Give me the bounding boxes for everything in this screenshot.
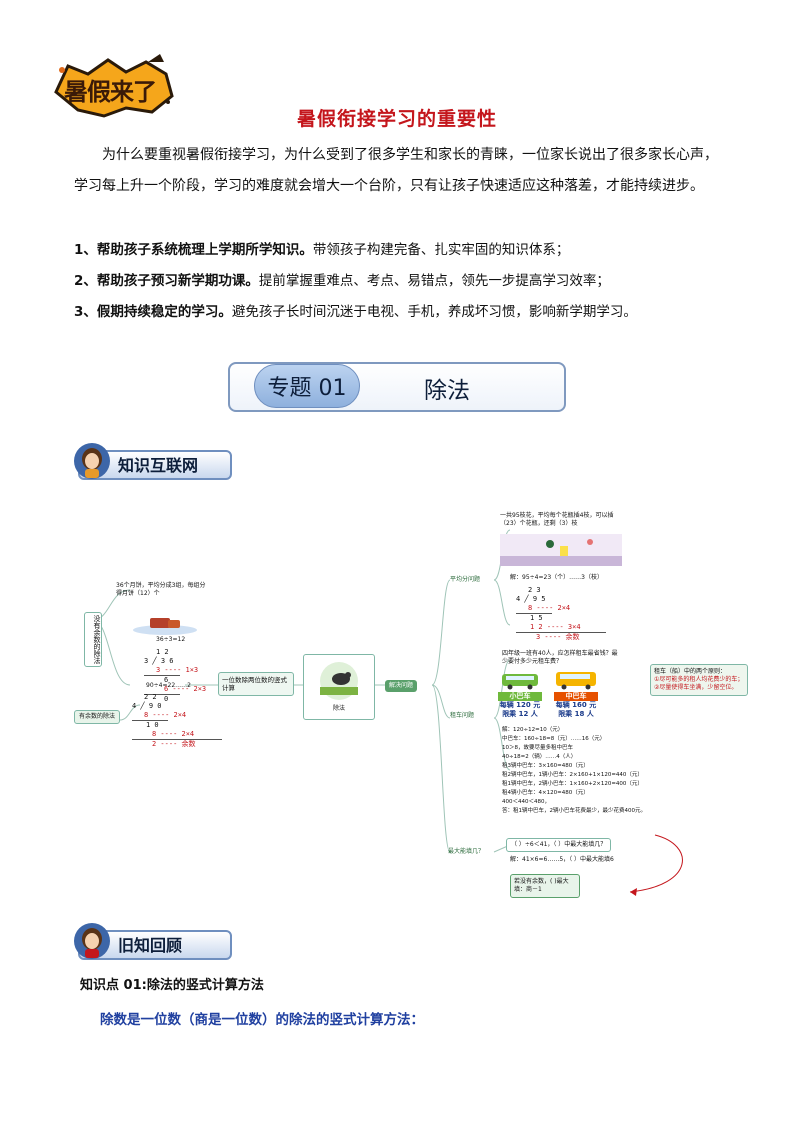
no-remainder-label: 没有余数的除法 [84, 612, 102, 667]
girl-avatar-icon [74, 443, 110, 479]
max-question: （ ）÷6＜41，（ ）中最大能填几？ [506, 838, 612, 852]
max-label: 最大能填几？ [448, 848, 485, 855]
center-node-label: 除法 [332, 705, 345, 712]
page-title: 暑假衔接学习的重要性 [296, 108, 497, 130]
point-item: 3、假期持续稳定的学习。避免孩子长时间沉迷于电视、手机，养成坏习惯，影响新学期学… [74, 302, 637, 322]
mind-map-connectors [92, 529, 683, 896]
point-item: 2、帮助孩子预习新学期功课。提前掌握重难点、考点、易错点，领先一步提高学习效率； [74, 271, 610, 291]
rent-answer: 解：120÷12=10（元） 中巴车：160÷18=8（元）……16（元） 10… [502, 727, 646, 814]
topic-banner: 专题 01 除法 [228, 362, 566, 412]
bird-picture [320, 662, 358, 700]
logo: 暑假来了 [48, 52, 180, 122]
rent-question: 四年级一班有40人，应怎样租车最省钱？最少要付多少元租车费？ [502, 650, 618, 665]
q1-text: 36个月饼，平均分成3组，每组分得月饼（12）个 [116, 582, 206, 597]
section-title: 知识互联网 [118, 456, 199, 475]
point-lead: 3、假期持续稳定的学习。 [74, 304, 232, 320]
middle-bus-icon [556, 672, 596, 690]
solve-problems-node: 解决问题 [385, 680, 418, 692]
avg-answer: 解：95÷4=23（个）……3（枝） [510, 574, 603, 581]
q2-equation: 90÷4=22……2 [146, 682, 191, 689]
small-bus-info: 小巴车 每辆 120 元 限乘 12 人 [498, 692, 542, 718]
mind-map: 没有余数的除法 36个月饼，平均分成3组，每组分得月饼（12）个 36÷3=12… [70, 500, 750, 940]
rent-label: 租车问题 [450, 712, 475, 719]
small-bus-icon [502, 674, 538, 690]
girl-avatar-icon [74, 923, 110, 959]
logo-text: 暑假来了 [64, 78, 157, 106]
flower-vase-picture [500, 534, 622, 566]
point-text: 提前掌握重难点、考点、易错点，领先一步提高学习效率； [258, 273, 610, 289]
mooncake-picture [133, 618, 197, 635]
point-text: 避免孩子长时间沉迷于电视、手机，养成坏习惯，影响新学期学习。 [231, 304, 637, 320]
point-item: 1、帮助孩子系统梳理上学期所学知识。带领孩子构建完备、扎实牢固的知识体系； [74, 240, 569, 260]
vertical-division-node: 一位数除两位数的竖式计算 [218, 672, 294, 696]
knowledge-point-title: 知识点 01:除法的竖式计算方法 [80, 978, 264, 993]
middle-bus-info: 中巴车 每辆 160 元 限乘 18 人 [554, 692, 598, 718]
q1-calc: 1 2 3 ╱ 3 6 3 ---- 1×3 6 6 ---- 2×3 0 [144, 648, 207, 703]
point-lead: 2、帮助孩子预习新学期功课。 [74, 273, 259, 289]
avg-calc: 2 3 4 ╱ 9 5 8 ---- 2×4 1 5 1 2 ---- 3×4 … [516, 586, 606, 642]
knowledge-point-desc: 除数是一位数（商是一位数）的除法的竖式计算方法： [100, 1012, 424, 1028]
rent-tip: 租车（船）中的两个原则： ①尽可能多的租人均花费少的车； ②尽量使得车坐满，少留… [650, 664, 748, 696]
topic-label: 专题 01 [254, 364, 360, 408]
avg-question: 一共95枝花，平均每个花瓶插4枝，可以插（23）个花瓶，还剩（3）枝 [500, 512, 614, 527]
section-title: 旧知回顾 [118, 936, 183, 955]
intro-paragraph: 为什么要重视暑假衔接学习，为什么受到了很多学生和家长的青睐，一位家长说出了很多家… [74, 147, 718, 194]
point-lead: 1、帮助孩子系统梳理上学期所学知识。 [74, 242, 313, 258]
center-node: 除法 [303, 654, 375, 720]
q2-calc: 2 2 4 ╱ 9 0 8 ---- 2×4 1 0 8 ---- 2×4 2 … [132, 693, 222, 749]
avg-label: 平均分问题 [450, 576, 481, 583]
max-tip: 若没有余数，( )最大填：商－1 [510, 874, 580, 898]
section-header-network: 知识互联网 [72, 443, 237, 480]
max-answer: 解：41×6=6……5，（ ）中最大能填6 [510, 856, 614, 863]
with-remainder-label: 有余数的除法 [74, 710, 121, 724]
point-text: 带领孩子构建完备、扎实牢固的知识体系； [312, 242, 570, 258]
topic-name: 除法 [424, 378, 470, 404]
q1-equation: 36÷3=12 [156, 636, 186, 643]
section-header-review: 旧知回顾 [72, 923, 237, 960]
